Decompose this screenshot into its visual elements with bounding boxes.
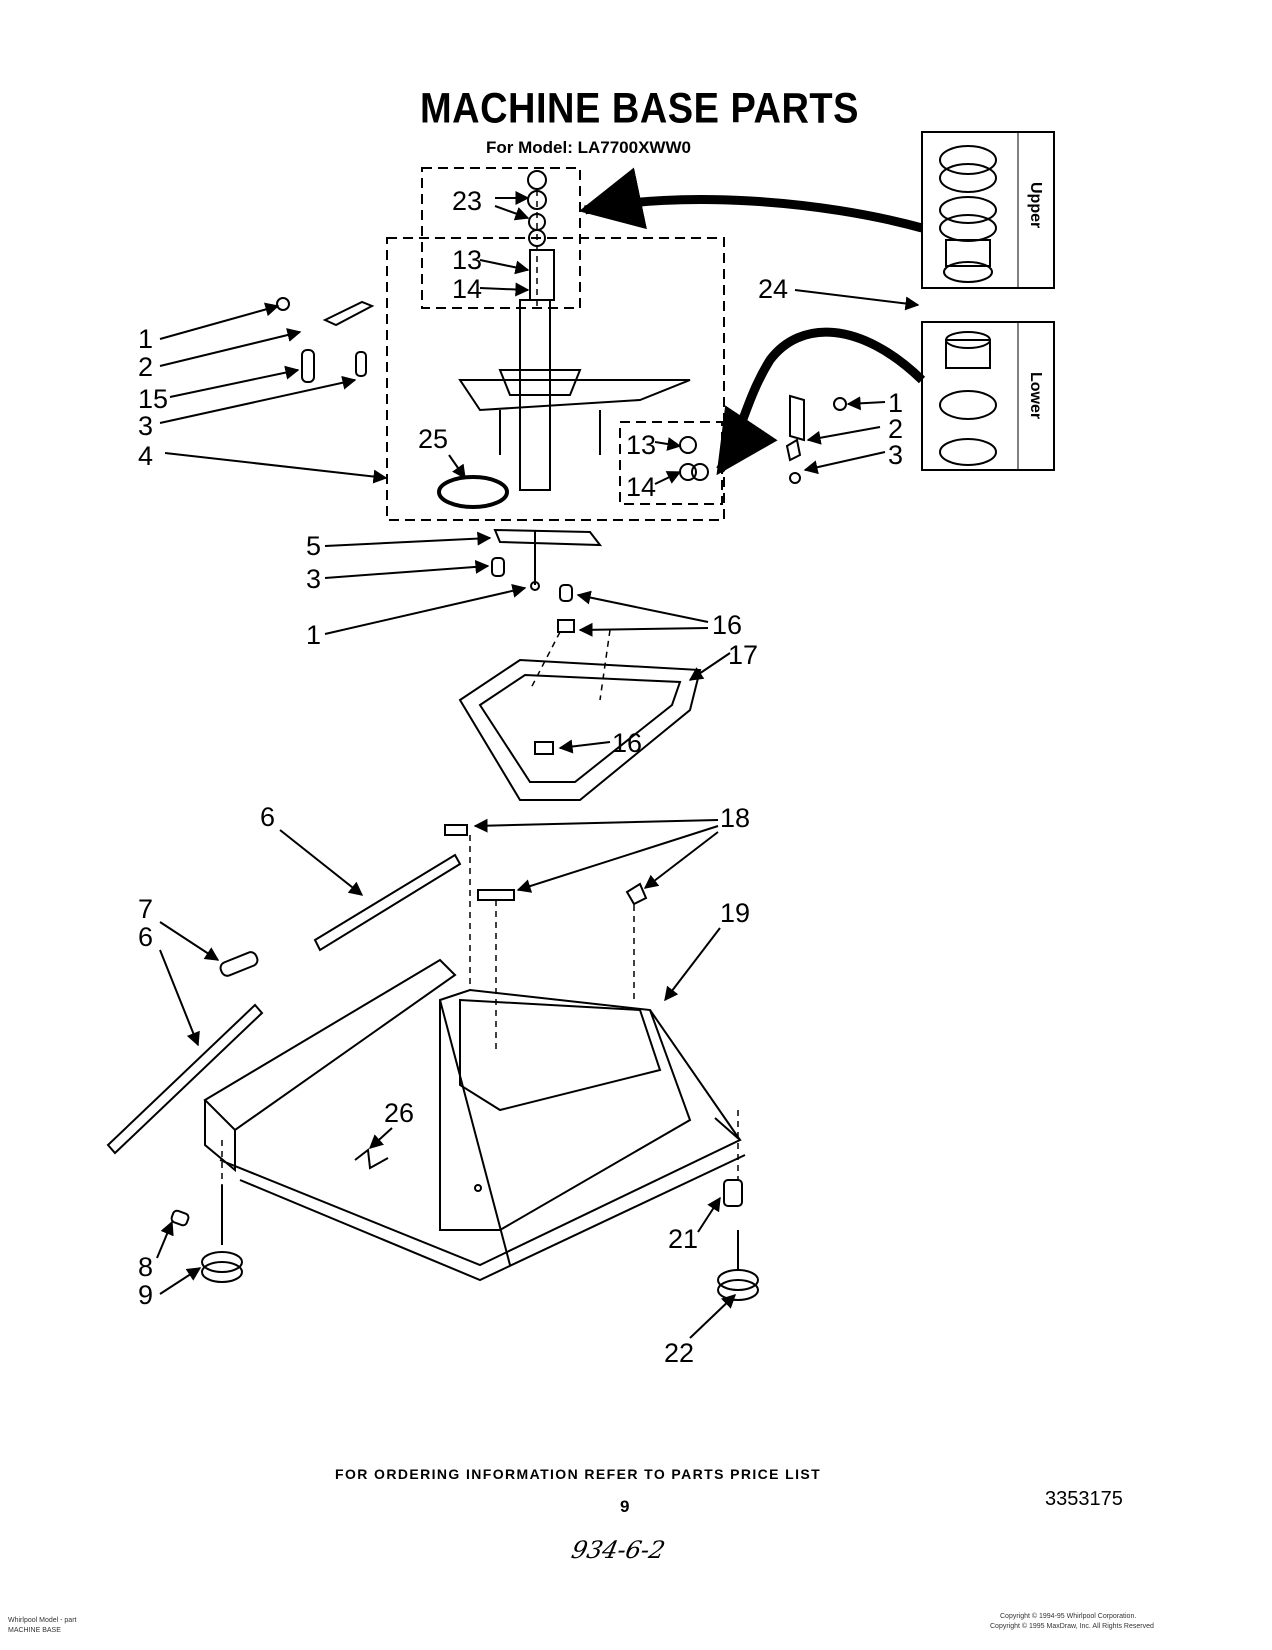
callout-3-right: 3 (888, 440, 904, 470)
transmission-bracket-icon (458, 170, 691, 491)
callout-24: 24 (758, 274, 789, 304)
callout-7: 7 (138, 894, 154, 924)
handwritten-note: 934-6-2 (569, 1536, 668, 1564)
callout-14-inner: 14 (626, 472, 657, 502)
callout-2-left: 2 (138, 352, 154, 382)
upper-bearing-icon (939, 145, 997, 283)
lower-bearing-icon (939, 331, 997, 466)
callout-2-right: 2 (888, 414, 904, 444)
callout-1-mid: 1 (306, 620, 322, 650)
callout-16-top: 16 (712, 610, 743, 640)
footer-left-line-1: Whirlpool Model - part (8, 1617, 77, 1624)
clip-7-icon (219, 951, 259, 977)
page-title: MACHINE BASE PARTS (420, 85, 859, 133)
callout-15: 15 (138, 384, 169, 414)
inset-label-lower: Lower (1027, 372, 1044, 420)
callout-1-right: 1 (888, 388, 904, 418)
callout-9: 9 (138, 1280, 154, 1310)
footer-left-line-2: MACHINE BASE (8, 1627, 61, 1634)
callout-22: 22 (664, 1338, 695, 1368)
callout-8: 8 (138, 1252, 154, 1282)
right-bracket-parts-icon (785, 394, 847, 484)
seal-ring-25-icon (437, 475, 509, 509)
callout-1-left: 1 (138, 324, 154, 354)
inset-bearing-panel (921, 131, 1055, 289)
callout-14-top: 14 (452, 274, 483, 304)
callout-23: 23 (452, 186, 483, 216)
frame-17-icon (458, 658, 702, 801)
callout-6-upper: 6 (260, 802, 276, 832)
inset-lower-panel (921, 321, 1055, 471)
callout-box-13-14 (619, 421, 723, 505)
callout-16-frame: 16 (612, 728, 643, 758)
callout-13-inner: 13 (626, 430, 657, 460)
callout-21: 21 (668, 1224, 699, 1254)
callout-25: 25 (418, 424, 449, 454)
small-parts-13-14-icon (679, 436, 709, 481)
rail-6-lower-icon (106, 1003, 264, 1155)
curved-arrow-lower (716, 327, 926, 476)
left-bracket-parts-icon (276, 297, 375, 383)
leveling-foot-left-icon (170, 1185, 243, 1283)
brace-5-icon (493, 528, 603, 547)
model-line: For Model: LA7700XWW0 (486, 138, 691, 157)
rail-6-upper-icon (313, 853, 462, 952)
callout-26: 26 (384, 1098, 415, 1128)
copyright-line-1: Copyright © 1994-95 Whirlpool Corporatio… (1000, 1613, 1137, 1620)
callout-box-4 (386, 237, 725, 521)
copyright-line-2: Copyright © 1995 MaxDraw, Inc. All Right… (990, 1623, 1154, 1630)
callout-6-lower: 6 (138, 922, 154, 952)
machine-base-frame-icon (203, 958, 746, 1282)
callout-3-left: 3 (138, 411, 154, 441)
callout-19: 19 (720, 898, 751, 928)
page-number: 9 (620, 1497, 630, 1516)
callout-18: 18 (720, 803, 751, 833)
callout-5: 5 (306, 531, 322, 561)
callout-17: 17 (728, 640, 759, 670)
callout-3-mid: 3 (306, 564, 322, 594)
callout-13-top: 13 (452, 245, 483, 275)
leveling-foot-right-icon (717, 1179, 759, 1301)
ordering-note: FOR ORDERING INFORMATION REFER TO PARTS … (335, 1466, 822, 1482)
curved-arrow-upper (578, 167, 924, 233)
callout-4: 4 (138, 441, 154, 471)
inset-label-upper: Upper (1027, 182, 1044, 229)
document-number: 3353175 (1045, 1488, 1123, 1510)
